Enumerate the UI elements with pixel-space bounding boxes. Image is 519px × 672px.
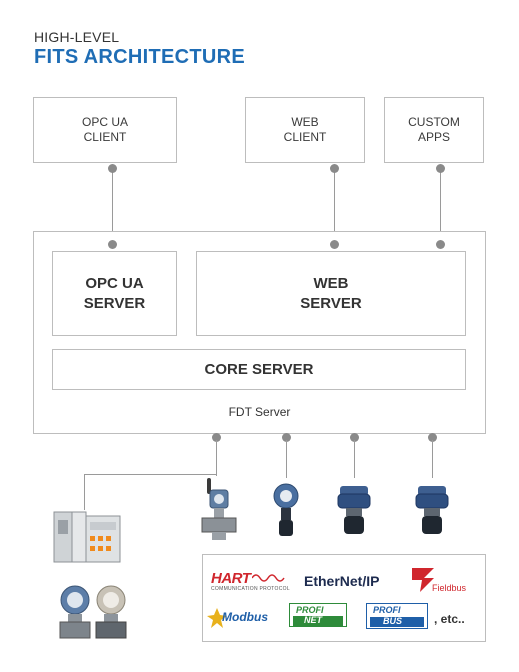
connector-dot bbox=[350, 433, 359, 442]
opc-ua-client-box: OPC UA CLIENT bbox=[33, 97, 177, 163]
connector-dot bbox=[436, 240, 445, 249]
modbus-star-icon bbox=[207, 608, 227, 628]
profibus-bottom-text: BUS bbox=[383, 616, 403, 626]
connector-line bbox=[216, 440, 217, 476]
io-rack-device-icon bbox=[53, 511, 121, 563]
hart-logo: HART bbox=[211, 570, 251, 587]
ethernet-ip-logo: EtherNet/IP bbox=[304, 573, 380, 589]
connector-opc-ua bbox=[112, 168, 113, 244]
profibus-logo: PROFI BUS bbox=[366, 603, 428, 629]
connector-dot bbox=[282, 433, 291, 442]
radar-transmitter-icon bbox=[337, 486, 371, 534]
pressure-transmitter-icon bbox=[95, 585, 127, 639]
fdt-server-label: FDT Server bbox=[228, 405, 291, 419]
hart-subtitle: COMMUNICATION PROTOCOL bbox=[211, 586, 290, 592]
level-transmitter-icon bbox=[273, 483, 299, 536]
connector-line bbox=[286, 440, 287, 478]
header-subtitle: HIGH-LEVEL bbox=[34, 29, 120, 45]
connector-dot bbox=[108, 164, 117, 173]
web-server-box: WEB SERVER bbox=[196, 251, 466, 336]
opc-ua-server-box: OPC UA SERVER bbox=[52, 251, 177, 336]
custom-apps-box: CUSTOM APPS bbox=[384, 97, 484, 163]
profinet-logo: PROFI NET bbox=[289, 603, 347, 627]
connector-line bbox=[354, 440, 355, 478]
header-title: FITS ARCHITECTURE bbox=[34, 46, 246, 68]
connector-line bbox=[432, 440, 433, 478]
connector-dot bbox=[436, 164, 445, 173]
connector-web bbox=[334, 168, 335, 244]
fieldbus-mark-icon bbox=[412, 568, 434, 592]
wireless-transmitter-icon bbox=[201, 478, 237, 540]
connector-dot bbox=[428, 433, 437, 442]
protocol-logos-panel bbox=[202, 554, 486, 642]
connector-dot bbox=[212, 433, 221, 442]
modbus-logo: Modbus bbox=[222, 610, 268, 624]
connector-dot bbox=[330, 164, 339, 173]
connector-custom bbox=[440, 168, 441, 244]
profinet-top-text: PROFI bbox=[296, 605, 324, 615]
hart-wave-icon bbox=[252, 574, 285, 582]
profinet-bottom-text: NET bbox=[304, 615, 322, 625]
core-server-box: CORE SERVER bbox=[52, 349, 466, 390]
connector-line bbox=[84, 474, 217, 475]
connector-line bbox=[84, 474, 85, 510]
pressure-transmitter-icon bbox=[59, 585, 91, 639]
profibus-top-text: PROFI bbox=[373, 605, 401, 615]
radar-transmitter-icon bbox=[415, 486, 449, 534]
fieldbus-logo: Fieldbus bbox=[432, 583, 467, 593]
etc-text: , etc.. bbox=[434, 612, 465, 626]
connector-dot bbox=[108, 240, 117, 249]
connector-dot bbox=[330, 240, 339, 249]
web-client-box: WEB CLIENT bbox=[245, 97, 365, 163]
